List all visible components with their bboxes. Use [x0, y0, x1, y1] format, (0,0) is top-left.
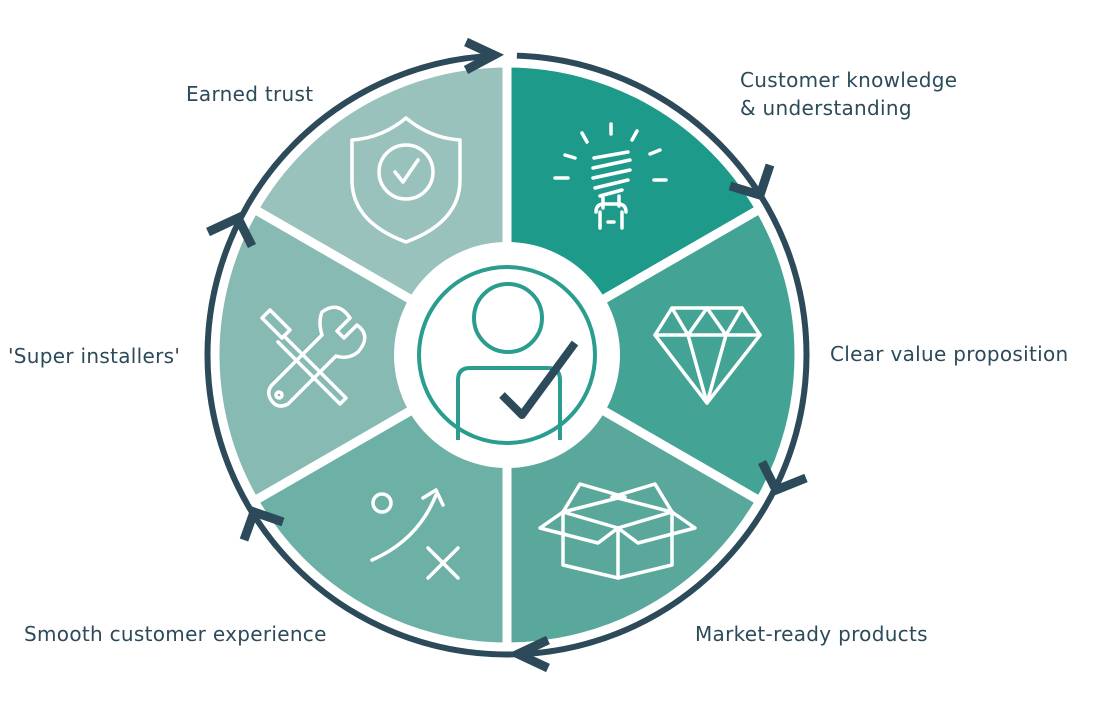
segment-clear-value — [502, 204, 804, 506]
label-clear-value-proposition: Clear value proposition — [830, 340, 1068, 368]
tools-icon — [260, 305, 367, 408]
label-line: Market-ready products — [695, 622, 928, 646]
label-line: 'Super installers' — [8, 344, 181, 368]
box-icon — [538, 482, 697, 580]
shield-check-icon — [350, 116, 462, 244]
lightbulb-icon — [553, 122, 668, 230]
label-customer-knowledge: Customer knowledge & understanding — [740, 66, 957, 122]
arrow-head-bottom-left — [239, 506, 285, 542]
label-line: Smooth customer experience — [24, 622, 327, 646]
segments — [210, 58, 804, 652]
arrow-head-top-right — [728, 163, 775, 201]
label-line: Customer knowledge — [740, 68, 958, 92]
label-line: Clear value proposition — [830, 342, 1069, 366]
label-super-installers: 'Super installers' — [8, 342, 180, 370]
label-line: Earned trust — [186, 82, 314, 106]
strategy-play-icon — [370, 488, 460, 580]
label-earned-trust: Earned trust — [186, 80, 313, 108]
arrow-head-top — [463, 37, 505, 74]
label-market-ready-products: Market-ready products — [695, 620, 928, 648]
arrow-head-right — [757, 459, 808, 496]
diamond-icon — [653, 306, 762, 405]
arrow-head-left — [206, 212, 257, 249]
arrow-head-bottom — [507, 635, 550, 673]
arrow-heads — [206, 37, 808, 673]
label-smooth-customer-experience: Smooth customer experience — [24, 620, 327, 648]
center-hub — [394, 242, 620, 468]
segment-super-installers — [210, 204, 512, 506]
label-line: & understanding — [740, 96, 912, 120]
person-check-icon — [456, 282, 579, 440]
center-ring — [417, 265, 597, 445]
